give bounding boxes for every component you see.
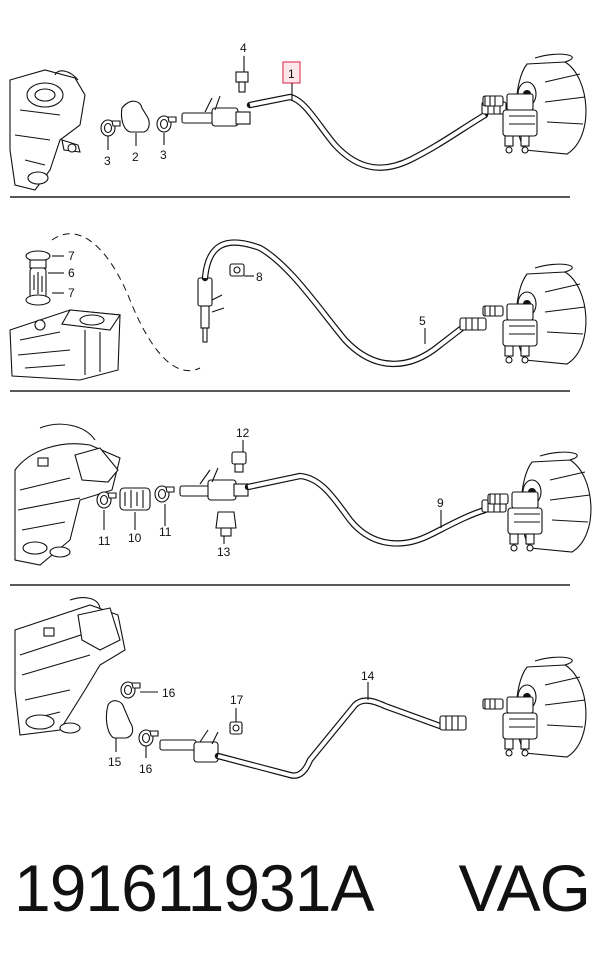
footer: 191611931A VAG <box>14 850 591 930</box>
callout-3b: 3 <box>160 148 167 162</box>
hose-clamp-11b <box>154 485 175 503</box>
brake-servo-1 <box>482 53 587 155</box>
hose-clamp-16b <box>138 729 159 747</box>
cap-8 <box>229 263 245 277</box>
brand-label: VAG <box>458 851 591 925</box>
callout-5: 5 <box>419 314 426 328</box>
brake-vacuum-hose-5 <box>201 239 466 368</box>
callout-9: 9 <box>437 496 444 510</box>
hose-clamp-3b <box>156 115 177 133</box>
brake-servo-2 <box>482 263 587 365</box>
callout-11a: 11 <box>98 534 111 548</box>
callout-11b: 11 <box>159 525 172 539</box>
callout-10: 10 <box>128 531 142 545</box>
cap-12 <box>231 451 247 473</box>
callout-14: 14 <box>361 669 375 683</box>
hose-stack-6-7 <box>25 250 51 306</box>
callout-15: 15 <box>108 755 122 769</box>
hose-10 <box>119 487 151 511</box>
intake-manifold-1 <box>9 69 86 191</box>
routing-dashed-line <box>51 233 201 372</box>
callout-7b: 7 <box>68 286 75 300</box>
callout-8: 8 <box>256 270 263 284</box>
section-1: 4 1 3 2 3 <box>9 41 587 191</box>
section-2: 7 6 7 8 5 <box>9 233 587 381</box>
hose-elbow-15 <box>105 700 134 739</box>
hose-elbow-2 <box>120 100 150 133</box>
hose-clamp-11a <box>96 491 117 509</box>
callout-1: 1 <box>288 67 295 81</box>
intake-manifold-3 <box>14 423 121 566</box>
brake-vacuum-hose-1 <box>246 93 489 171</box>
callout-3a: 3 <box>104 154 111 168</box>
intake-manifold-4 <box>14 597 126 736</box>
callout-13: 13 <box>217 545 231 559</box>
vacuum-connector-1 <box>181 95 251 127</box>
callout-4: 4 <box>240 41 247 55</box>
cap-17 <box>229 721 243 735</box>
hose-clamp-16a <box>120 681 141 699</box>
vacuum-connector-4 <box>159 729 219 763</box>
vacuum-connector-2 <box>197 277 225 343</box>
hose-clamp-3a <box>100 119 121 137</box>
callout-17: 17 <box>230 693 244 707</box>
part-number: 191611931A <box>14 851 374 925</box>
brake-servo-3 <box>487 451 592 553</box>
section-3: 12 9 11 10 11 13 <box>14 423 592 566</box>
vacuum-connector-3 <box>179 467 249 501</box>
engine-block-2 <box>9 309 121 381</box>
callout-6: 6 <box>68 266 75 280</box>
callout-16b: 16 <box>139 762 153 776</box>
valve-13 <box>215 511 237 537</box>
section-4: 14 16 17 15 16 <box>14 597 587 779</box>
callout-16a: 16 <box>162 686 176 700</box>
exploded-parts-diagram: 4 1 3 2 3 7 6 7 <box>9 41 592 779</box>
callout-2: 2 <box>132 150 139 164</box>
callout-7a: 7 <box>68 249 75 263</box>
brake-servo-4 <box>482 656 587 758</box>
callout-12: 12 <box>236 426 250 440</box>
bolt-4 <box>235 71 249 93</box>
